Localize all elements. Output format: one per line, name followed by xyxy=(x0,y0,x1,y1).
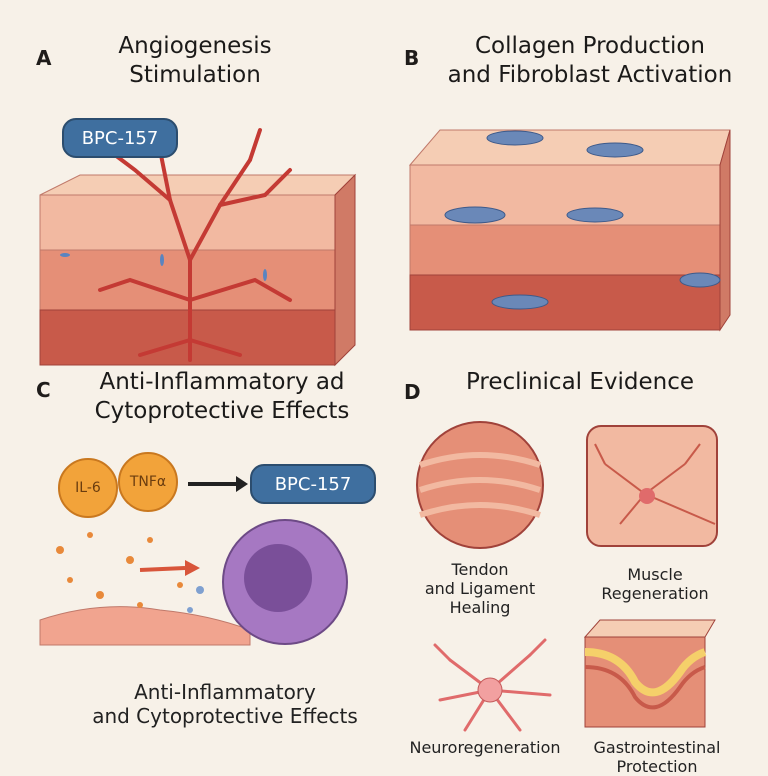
gi-label-line1: Gastrointestinal xyxy=(593,738,721,757)
panel-c-bpc157-badge: BPC-157 xyxy=(250,464,376,504)
panel-b-letter: B xyxy=(404,46,420,70)
muscle-label-line1: Muscle xyxy=(627,565,683,584)
arrow-icon xyxy=(188,476,248,492)
panel-c-title-line2: Cytoprotective Effects xyxy=(94,397,350,424)
panel-d-letter: D xyxy=(404,380,421,404)
panel-b-title: Collagen Production and Fibroblast Activ… xyxy=(430,32,750,90)
fibroblast-cell-icon xyxy=(444,130,721,310)
panel-c-caption-line1: Anti-Inflammatory xyxy=(134,680,316,704)
panel-c-title: Anti-Inflammatory ad Cytoprotective Effe… xyxy=(62,368,382,426)
muscle-tissue-icon xyxy=(586,425,718,547)
panel-a-title: Angiogenesis Stimulation xyxy=(80,32,310,90)
gi-label: Gastrointestinal Protection xyxy=(572,738,742,776)
tendon-label-line2: and Ligament xyxy=(424,579,536,599)
collagen-tissue-illustration xyxy=(408,129,731,332)
neuron-icon xyxy=(433,638,552,732)
neuro-label: Neuroregeneration xyxy=(400,738,570,757)
panel-c-caption-line2: and Cytoprotective Effects xyxy=(92,704,358,728)
cytokine-dots xyxy=(56,532,183,608)
muscle-label: Muscle Regeneration xyxy=(575,565,735,603)
tendon-label-line1: Tendon xyxy=(451,560,509,579)
cytoprotective-illustration xyxy=(39,519,348,646)
gi-label-line2: Protection xyxy=(616,757,698,776)
immune-cell-icon xyxy=(222,519,348,645)
panel-a-title-line1: Angiogenesis xyxy=(118,33,272,59)
panel-d-title: Preclinical Evidence xyxy=(465,369,695,395)
tendon-tissue-icon xyxy=(416,421,544,549)
panel-c-title-line1: Anti-Inflammatory ad xyxy=(99,369,345,395)
gi-tissue-icon xyxy=(583,619,716,728)
blood-vessel-icon xyxy=(98,126,292,362)
tendon-label-line3: Healing xyxy=(449,598,511,618)
angiogenesis-tissue-illustration xyxy=(39,126,357,367)
panel-a-title-line2: Stimulation xyxy=(129,61,261,88)
tendon-label: Tendon and Ligament Healing xyxy=(405,560,555,618)
neuro-label-line1: Neuroregeneration xyxy=(409,738,561,757)
panel-a-bpc157-badge: BPC-157 xyxy=(62,118,178,158)
panel-b-title-line1: Collagen Production xyxy=(474,33,705,59)
il6-cytokine-icon: IL-6 xyxy=(58,458,118,518)
panel-c-caption: Anti-Inflammatory and Cytoprotective Eff… xyxy=(60,680,390,728)
muscle-label-line2: Regeneration xyxy=(601,584,709,604)
panel-b-title-line2: and Fibroblast Activation xyxy=(447,61,733,88)
tnf-cytokine-icon: TNFα xyxy=(118,452,178,512)
panel-c-letter: C xyxy=(36,378,51,402)
panel-a-letter: A xyxy=(36,46,52,70)
